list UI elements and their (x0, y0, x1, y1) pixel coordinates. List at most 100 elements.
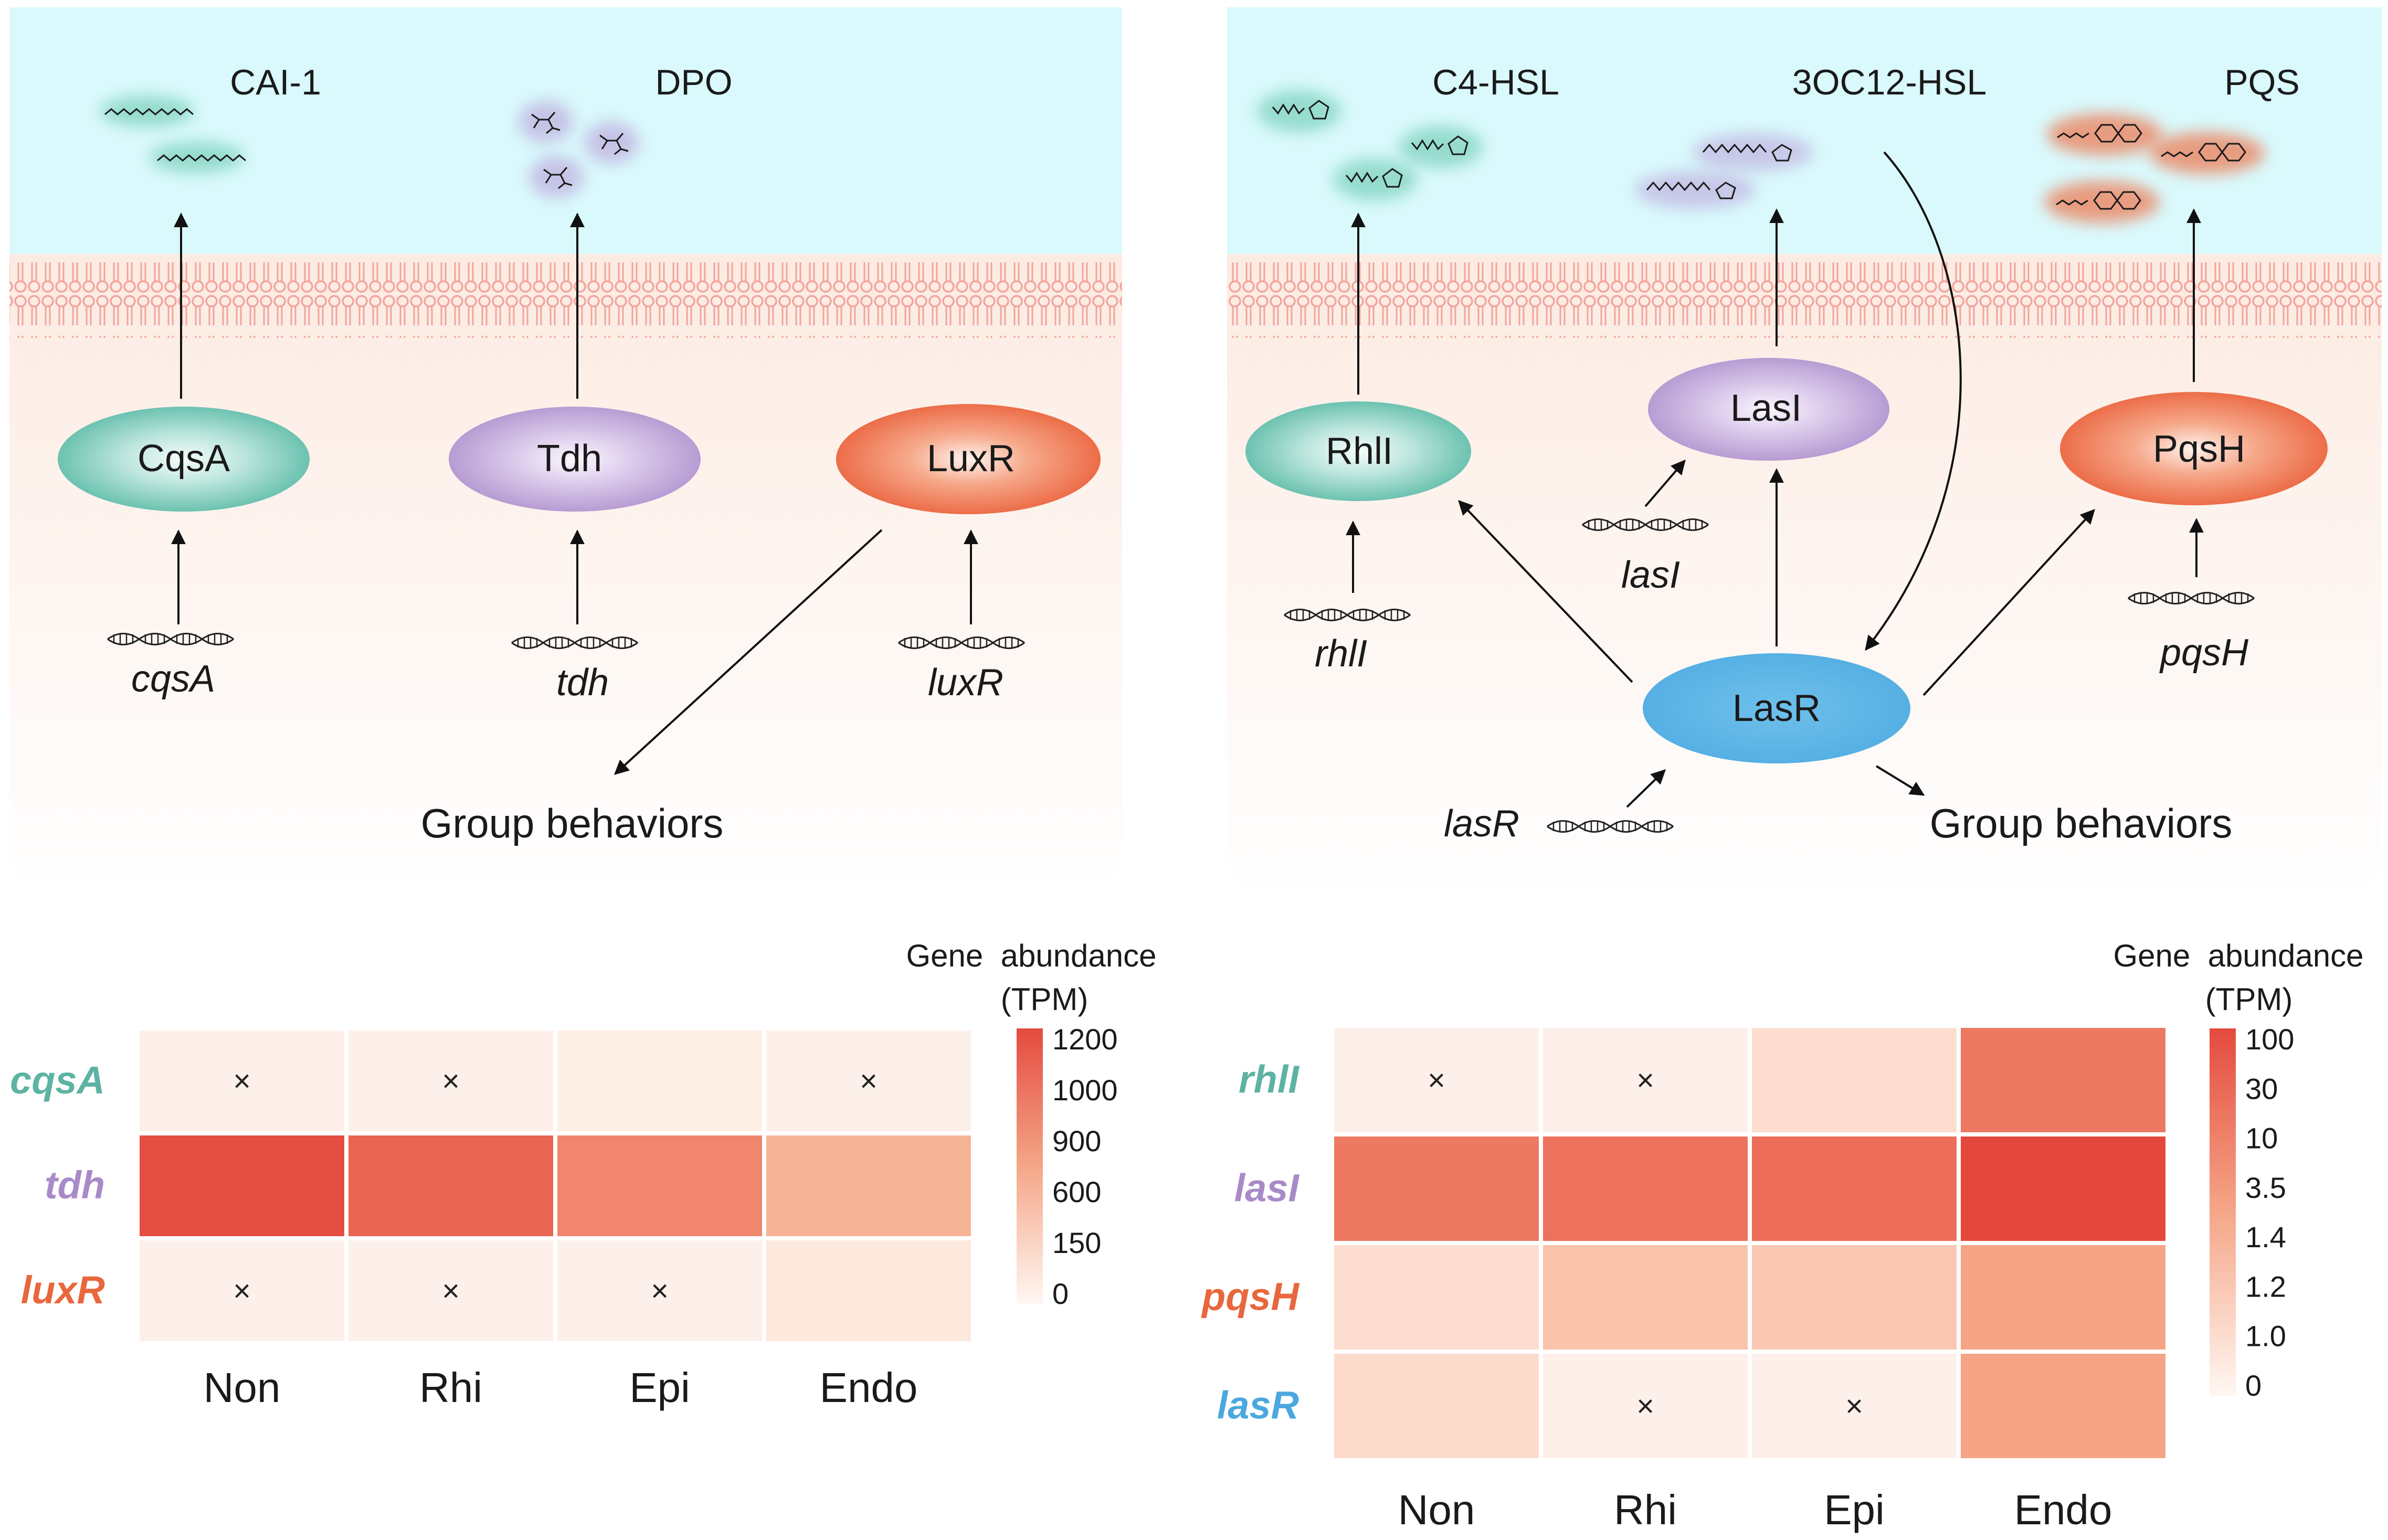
protein-cqsa (58, 407, 310, 512)
heatmap-cell (1752, 1245, 1957, 1350)
column-label: Epi (629, 1364, 690, 1411)
column-label: Endo (820, 1364, 918, 1411)
legend-tick-label: 0 (2245, 1369, 2262, 1402)
column-label: Rhi (1614, 1486, 1677, 1533)
c4hsl-molecules (1257, 90, 1483, 200)
heatmap-right-colorbar (2210, 1028, 2236, 1396)
heatmap-cell (140, 1240, 344, 1341)
row-label: rhlI (1239, 1058, 1300, 1101)
heatmap-cell (1752, 1028, 1957, 1132)
3oc12hsl-molecules (1635, 133, 1813, 209)
heatmap-cell (1543, 1354, 1748, 1458)
heatmap-cell (1752, 1137, 1957, 1241)
heatmap-cell (1543, 1137, 1748, 1241)
protein-lasr (1643, 653, 1910, 763)
protein-label-lasi: LasI (1730, 387, 1802, 429)
protein-rhli (1245, 401, 1471, 501)
heatmap-cell (1334, 1354, 1539, 1458)
missing-marker: × (233, 1064, 251, 1098)
legend-tick-label: 3.5 (2245, 1171, 2286, 1204)
row-label: lasR (1217, 1384, 1299, 1427)
cai1-molecules (100, 95, 247, 173)
heatmap-cell (1752, 1354, 1957, 1458)
pqs-molecules (2044, 113, 2265, 223)
signal-label-c4hsl: C4-HSL (1432, 62, 1559, 102)
gene-label-cqsa: cqsA (131, 658, 215, 700)
heatmap-left-colorbar (1017, 1028, 1043, 1304)
row-label: lasI (1234, 1166, 1300, 1210)
heatmap-cell (1334, 1028, 1539, 1132)
protein-label-cqsa: CqsA (138, 438, 230, 480)
protein-lasi (1648, 358, 1889, 461)
column-label: Endo (2014, 1486, 2112, 1533)
protein-label-pqsh: PqsH (2153, 428, 2245, 470)
gene-label-lasi: lasI (1621, 554, 1680, 596)
legend-tick-label: 1.0 (2245, 1320, 2286, 1353)
signal-label-3oc12hsl: 3OC12-HSL (1792, 62, 1987, 102)
missing-marker: × (1636, 1389, 1654, 1424)
signal-label-pqs: PQS (2224, 62, 2300, 102)
heatmap-cell (1543, 1028, 1748, 1132)
protein-label-lasr: LasR (1732, 687, 1821, 729)
heatmap-cell (1961, 1354, 2165, 1458)
protein-label-tdh: Tdh (537, 438, 602, 480)
missing-marker: × (1636, 1064, 1654, 1098)
legend-tick-label: 30 (2245, 1072, 2278, 1105)
output-label-group-behaviors-right: Group behaviors (1930, 800, 2233, 846)
heatmap-left-unit: (TPM) (1001, 982, 1089, 1017)
row-label: luxR (21, 1268, 105, 1312)
legend-tick-label: 150 (1052, 1226, 1101, 1259)
gene-label-rhli: rhlI (1315, 633, 1367, 675)
missing-marker: × (860, 1064, 878, 1098)
heatmap-cell (348, 1240, 553, 1341)
heatmap-cell (766, 1135, 971, 1236)
row-label: pqsH (1201, 1275, 1300, 1319)
heatmap-cell (140, 1031, 344, 1131)
missing-marker: × (442, 1274, 460, 1308)
missing-marker: × (233, 1274, 251, 1308)
heatmap-cell (1334, 1137, 1539, 1241)
heatmap-cell (1961, 1137, 2165, 1241)
gene-label-lasr: lasR (1444, 803, 1519, 845)
left-pathway-panel: CAI-1 DPO CqsA Tdh LuxR cqsA tdh luxR Gr… (9, 7, 1122, 894)
column-label: Non (204, 1364, 281, 1411)
protein-pqsh (2060, 392, 2328, 505)
legend-tick-label: 0 (1052, 1277, 1069, 1310)
legend-tick-label: 1200 (1052, 1023, 1118, 1056)
heatmap-cell (1543, 1245, 1748, 1350)
heatmap-cell (140, 1135, 344, 1236)
column-label: Epi (1824, 1486, 1885, 1533)
heatmap-cell (766, 1031, 971, 1131)
gene-label-tdh: tdh (556, 662, 609, 704)
signal-label-cai1: CAI-1 (230, 62, 321, 102)
column-label: Non (1398, 1486, 1475, 1533)
legend-tick-label: 100 (2245, 1023, 2294, 1056)
heatmap-cell (348, 1031, 553, 1131)
legend-tick-label: 600 (1052, 1175, 1101, 1208)
heatmap-right-unit: (TPM) (2205, 982, 2293, 1017)
protein-luxr (836, 404, 1101, 514)
missing-marker: × (442, 1064, 460, 1098)
heatmap-cell (557, 1135, 762, 1236)
output-label-group-behaviors: Group behaviors (421, 800, 724, 846)
heatmap-cell (348, 1135, 553, 1236)
legend-tick-label: 1000 (1052, 1074, 1118, 1107)
legend-tick-label: 1.4 (2245, 1220, 2286, 1254)
dpo-molecules (519, 101, 639, 198)
protein-label-luxr: LuxR (927, 438, 1015, 480)
missing-marker: × (1845, 1389, 1863, 1424)
legend-tick-label: 10 (2245, 1122, 2278, 1155)
heatmap-cell (766, 1240, 971, 1341)
heatmap-cell (1961, 1028, 2165, 1132)
heatmap-right-cells: × × rhlI lasI pqsH × × lasR Non Rhi Epi Endo (1201, 1028, 2165, 1533)
row-label: tdh (45, 1163, 105, 1207)
missing-marker: × (1428, 1064, 1445, 1098)
missing-marker: × (651, 1274, 669, 1308)
gene-label-luxr: luxR (928, 662, 1003, 704)
